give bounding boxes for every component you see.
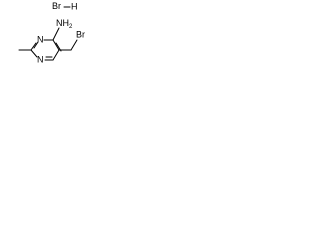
bond-c4-c5 (52, 39, 60, 51)
bond-ch2-br (70, 39, 78, 51)
hbr-h: H (71, 1, 78, 11)
chemical-structure-diagram: Br H NH2 N N Br (18, 1, 85, 64)
bond-c2-n3-double (33, 41, 39, 49)
amine-label: NH2 (56, 18, 73, 29)
bond-n1-c2 (30, 49, 38, 58)
amine-subscript: 2 (69, 24, 73, 30)
ring-n-lower: N (37, 54, 44, 64)
hbr-label: Br (52, 1, 61, 11)
bromomethyl-br: Br (76, 29, 85, 39)
bond-c5-c6 (52, 49, 60, 61)
hbr-br: Br (52, 1, 61, 11)
ring-n-upper: N (37, 34, 44, 44)
amine-h: H (63, 18, 70, 28)
bond-c2-n3 (30, 42, 37, 51)
bond-c4-amine (52, 27, 60, 41)
amine-n: N (56, 18, 63, 28)
